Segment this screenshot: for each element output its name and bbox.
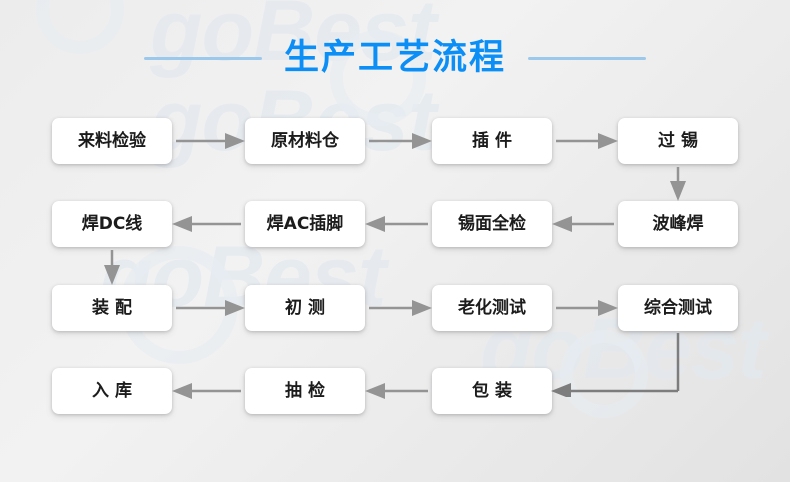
flow-node-n2[interactable]: 原材料仓	[245, 118, 365, 164]
flow-node-label: 焊DC线	[81, 213, 143, 234]
page-title: 生产工艺流程	[283, 37, 506, 78]
flow-node-label: 老化测试	[458, 297, 526, 318]
flow-node-n14[interactable]: 抽检	[245, 368, 365, 414]
flow-node-label: 焊AC插脚	[266, 213, 344, 234]
connector-n11-to-n12	[556, 300, 618, 316]
title-rule-left	[143, 56, 262, 60]
connector-n7-to-n6	[365, 216, 428, 232]
page-header: 生产工艺流程	[0, 28, 790, 88]
flow-node-n4[interactable]: 过锡	[618, 118, 738, 164]
flow-node-label: 初测	[285, 297, 331, 318]
connector-n8-to-n7	[552, 216, 614, 232]
flow-node-label: 装配	[92, 297, 138, 318]
flow-node-n3[interactable]: 插件	[432, 118, 552, 164]
flow-node-n12[interactable]: 综合测试	[618, 285, 738, 331]
connector-n10-to-n11	[369, 300, 432, 316]
flow-node-n7[interactable]: 锡面全检	[432, 201, 552, 247]
flow-node-n10[interactable]: 初测	[245, 285, 365, 331]
flow-node-label: 综合测试	[644, 297, 712, 318]
flow-node-label: 锡面全检	[458, 213, 526, 234]
flow-node-n11[interactable]: 老化测试	[432, 285, 552, 331]
flow-node-label: 抽检	[285, 380, 331, 401]
connector-n15-to-n14	[365, 383, 428, 399]
connector-n14-to-n13	[172, 383, 241, 399]
flow-node-n8[interactable]: 波峰焊	[618, 201, 738, 247]
flow-node-n13[interactable]: 入库	[52, 368, 172, 414]
flow-node-label: 波峰焊	[652, 213, 704, 234]
flow-node-label: 插件	[472, 130, 518, 151]
connector-n6-to-n5	[172, 216, 241, 232]
connector-n1-to-n2	[176, 133, 245, 149]
flow-node-n6[interactable]: 焊AC插脚	[245, 201, 365, 247]
connector-n3-to-n4	[556, 133, 618, 149]
flow-node-n15[interactable]: 包装	[432, 368, 552, 414]
flow-node-label: 包装	[472, 380, 518, 401]
connector-n4-to-n8	[670, 167, 686, 201]
connector-n2-to-n3	[369, 133, 432, 149]
connector-n12-to-n15	[551, 333, 680, 397]
flow-node-n5[interactable]: 焊DC线	[52, 201, 172, 247]
connector-n5-to-n9	[104, 250, 120, 285]
flow-node-label: 原材料仓	[271, 130, 339, 151]
flow-node-label: 入库	[92, 380, 138, 401]
flow-node-n9[interactable]: 装配	[52, 285, 172, 331]
flow-node-n1[interactable]: 来料检验	[52, 118, 172, 164]
flow-node-label: 过锡	[658, 130, 704, 151]
connector-n9-to-n10	[176, 300, 245, 316]
title-rule-right	[528, 56, 646, 60]
flow-node-label: 来料检验	[78, 130, 146, 151]
